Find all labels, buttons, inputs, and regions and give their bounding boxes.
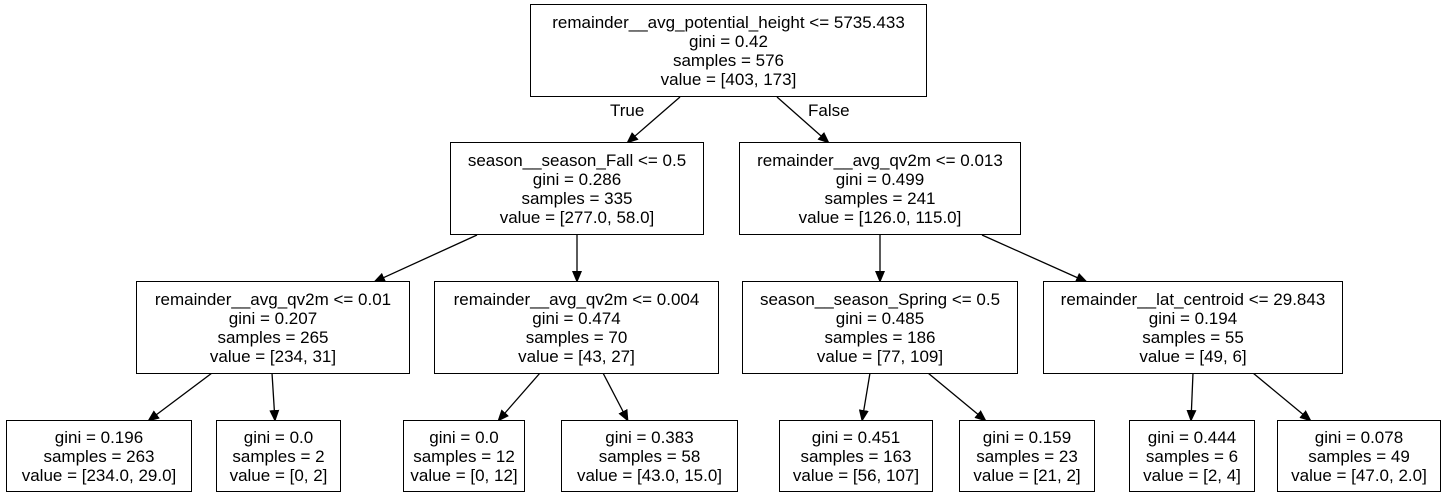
- tree-leaf-4: gini = 0.383 samples = 58 value = [43.0,…: [561, 420, 738, 492]
- tree-leaf-6: gini = 0.159 samples = 23 value = [21, 2…: [959, 420, 1095, 492]
- node-samples: samples = 58: [598, 446, 701, 466]
- tree-leaf-2: gini = 0.0 samples = 2 value = [0, 2]: [216, 420, 341, 492]
- edge-n4-l3: [497, 372, 541, 422]
- node-split-condition: remainder__lat_centroid <= 29.843: [1060, 289, 1326, 309]
- node-gini: gini = 0.194: [1148, 308, 1238, 328]
- node-gini: gini = 0.451: [811, 427, 901, 447]
- edge-root-n2: [776, 96, 830, 144]
- node-value: value = [21, 2]: [973, 465, 1081, 485]
- edge-root-n1: [626, 96, 681, 144]
- node-samples: samples = 335: [521, 188, 633, 208]
- node-value: value = [2, 4]: [1143, 465, 1241, 485]
- node-split-condition: remainder__avg_potential_height <= 5735.…: [552, 12, 905, 32]
- node-gini: gini = 0.383: [605, 427, 694, 447]
- tree-node-n5: season__season_Spring <= 0.5 gini = 0.48…: [742, 281, 1018, 374]
- node-gini: gini = 0.444: [1147, 427, 1237, 447]
- node-samples: samples = 23: [976, 446, 1078, 466]
- edge-n6-l8: [1252, 372, 1312, 422]
- node-samples: samples = 49: [1308, 446, 1410, 466]
- node-gini: gini = 0.499: [835, 169, 925, 189]
- tree-node-n3: remainder__avg_qv2m <= 0.01 gini = 0.207…: [136, 281, 410, 374]
- tree-node-n2: remainder__avg_qv2m <= 0.013 gini = 0.49…: [739, 142, 1021, 235]
- node-split-condition: remainder__avg_qv2m <= 0.013: [757, 150, 1003, 170]
- node-value: value = [0, 2]: [229, 465, 328, 485]
- node-gini: gini = 0.159: [982, 427, 1072, 447]
- node-value: value = [234.0, 29.0]: [21, 465, 177, 485]
- tree-leaf-8: gini = 0.078 samples = 49 value = [47.0,…: [1277, 420, 1441, 492]
- node-value: value = [403, 173]: [660, 69, 797, 89]
- node-samples: samples = 2: [232, 446, 325, 466]
- node-samples: samples = 12: [413, 446, 515, 466]
- node-split-condition: remainder__avg_qv2m <= 0.004: [453, 289, 700, 309]
- node-split-condition: season__season_Spring <= 0.5: [759, 289, 1001, 309]
- tree-leaf-3: gini = 0.0 samples = 12 value = [0, 12]: [403, 420, 525, 492]
- node-value: value = [43.0, 15.0]: [576, 465, 723, 485]
- node-value: value = [77, 109]: [816, 346, 944, 366]
- edge-n2-n6: [981, 234, 1088, 283]
- node-gini: gini = 0.078: [1314, 427, 1404, 447]
- node-gini: gini = 0.42: [689, 31, 768, 51]
- node-split-condition: season__season_Fall <= 0.5: [467, 150, 687, 170]
- node-value: value = [126.0, 115.0]: [798, 207, 962, 227]
- node-value: value = [56, 107]: [792, 465, 920, 485]
- tree-leaf-1: gini = 0.196 samples = 263 value = [234.…: [6, 420, 192, 492]
- node-gini: gini = 0.286: [532, 169, 622, 189]
- edge-n3-l1: [147, 372, 213, 422]
- tree-node-n4: remainder__avg_qv2m <= 0.004 gini = 0.47…: [434, 281, 719, 374]
- tree-leaf-7: gini = 0.444 samples = 6 value = [2, 4]: [1129, 420, 1255, 492]
- node-gini: gini = 0.0: [243, 427, 314, 447]
- node-split-condition: remainder__avg_qv2m <= 0.01: [154, 289, 392, 309]
- edge-n6-l7: [1186, 372, 1197, 422]
- node-samples: samples = 6: [1145, 446, 1239, 466]
- node-samples: samples = 186: [824, 327, 936, 347]
- node-samples: samples = 576: [672, 50, 785, 70]
- edge-n5-l6: [927, 372, 987, 422]
- node-gini: gini = 0.485: [835, 308, 925, 328]
- node-samples: samples = 70: [525, 327, 628, 347]
- node-value: value = [49, 6]: [1139, 346, 1247, 366]
- tree-node-n6: remainder__lat_centroid <= 29.843 gini =…: [1043, 281, 1343, 374]
- node-gini: gini = 0.474: [532, 308, 621, 328]
- node-gini: gini = 0.0: [429, 427, 499, 447]
- node-value: value = [43, 27]: [518, 346, 635, 366]
- node-gini: gini = 0.207: [228, 308, 318, 328]
- edge-label-false: False: [808, 101, 850, 120]
- tree-node-n1: season__season_Fall <= 0.5 gini = 0.286 …: [450, 142, 704, 235]
- node-value: value = [0, 12]: [410, 465, 518, 485]
- edge-n5-l5: [858, 372, 871, 422]
- node-samples: samples = 263: [43, 446, 155, 466]
- edge-n4-l4: [602, 372, 629, 422]
- node-samples: samples = 265: [217, 327, 329, 347]
- edge-n1-n3: [373, 234, 478, 283]
- tree-node-root: remainder__avg_potential_height <= 5735.…: [530, 4, 927, 97]
- node-samples: samples = 241: [824, 188, 936, 208]
- edge-n3-l2: [269, 372, 280, 422]
- tree-leaf-5: gini = 0.451 samples = 163 value = [56, …: [779, 420, 933, 492]
- edge-label-true: True: [610, 101, 645, 120]
- node-samples: samples = 55: [1142, 327, 1244, 347]
- node-value: value = [47.0, 2.0]: [1291, 465, 1427, 485]
- node-samples: samples = 163: [800, 446, 912, 466]
- node-value: value = [234, 31]: [209, 346, 337, 366]
- node-value: value = [277.0, 58.0]: [499, 207, 655, 227]
- node-gini: gini = 0.196: [54, 427, 144, 447]
